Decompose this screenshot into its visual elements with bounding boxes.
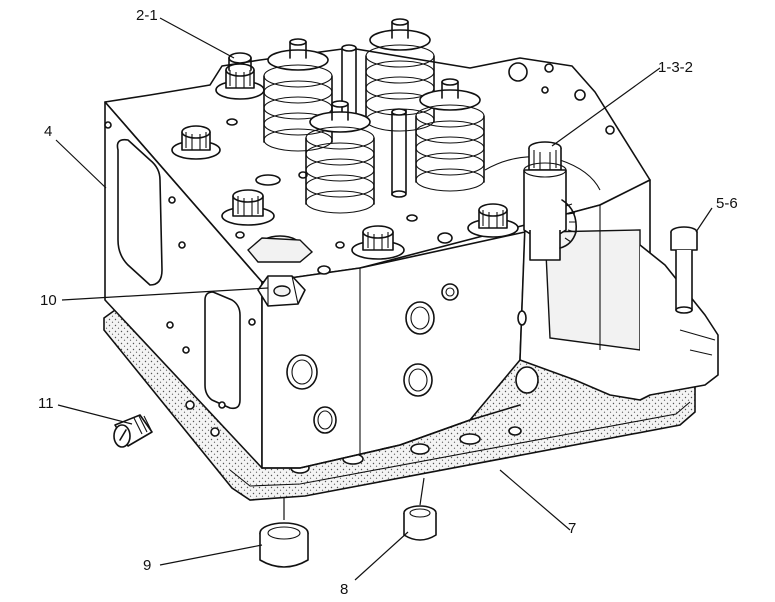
leader-5-6 <box>695 207 713 233</box>
threaded-plug-11 <box>113 414 153 448</box>
valve-spring-rear-right <box>365 18 435 132</box>
valve-spring-front-left <box>305 100 375 214</box>
valve-spring-front-right <box>415 78 485 192</box>
leader-1-3-2 <box>551 67 661 147</box>
hex-plug-10 <box>257 275 306 307</box>
leader-4 <box>55 139 107 189</box>
callout-4: 4 <box>44 123 52 140</box>
head-bolt-front-mid <box>351 225 405 260</box>
leader-8-up <box>419 477 425 506</box>
callout-8: 8 <box>340 581 348 598</box>
head-bolt-left-mid <box>171 125 221 160</box>
leader-2-1 <box>159 17 235 59</box>
leader-7 <box>499 469 571 531</box>
leader-lines <box>55 17 713 581</box>
leader-8 <box>354 531 409 581</box>
head-bolt-rear-left <box>215 52 265 100</box>
leader-11 <box>57 404 133 425</box>
dowel-8 <box>403 505 437 541</box>
callout-7: 7 <box>568 520 576 537</box>
sleeve-9 <box>259 522 309 568</box>
callout-5-6: 5-6 <box>716 195 738 212</box>
head-bolt-front-right <box>467 203 519 238</box>
mounting-stud <box>670 226 698 314</box>
valve-guide-rods <box>341 44 407 198</box>
leader-10 <box>61 287 269 301</box>
callout-10: 10 <box>40 292 57 309</box>
callout-11: 11 <box>38 395 54 412</box>
callout-9: 9 <box>143 557 151 574</box>
leader-9 <box>159 544 263 566</box>
callout-1-3-2: 1-3-2 <box>658 59 693 76</box>
callout-2-1: 2-1 <box>136 7 158 24</box>
head-bolt-front-left <box>221 189 275 226</box>
